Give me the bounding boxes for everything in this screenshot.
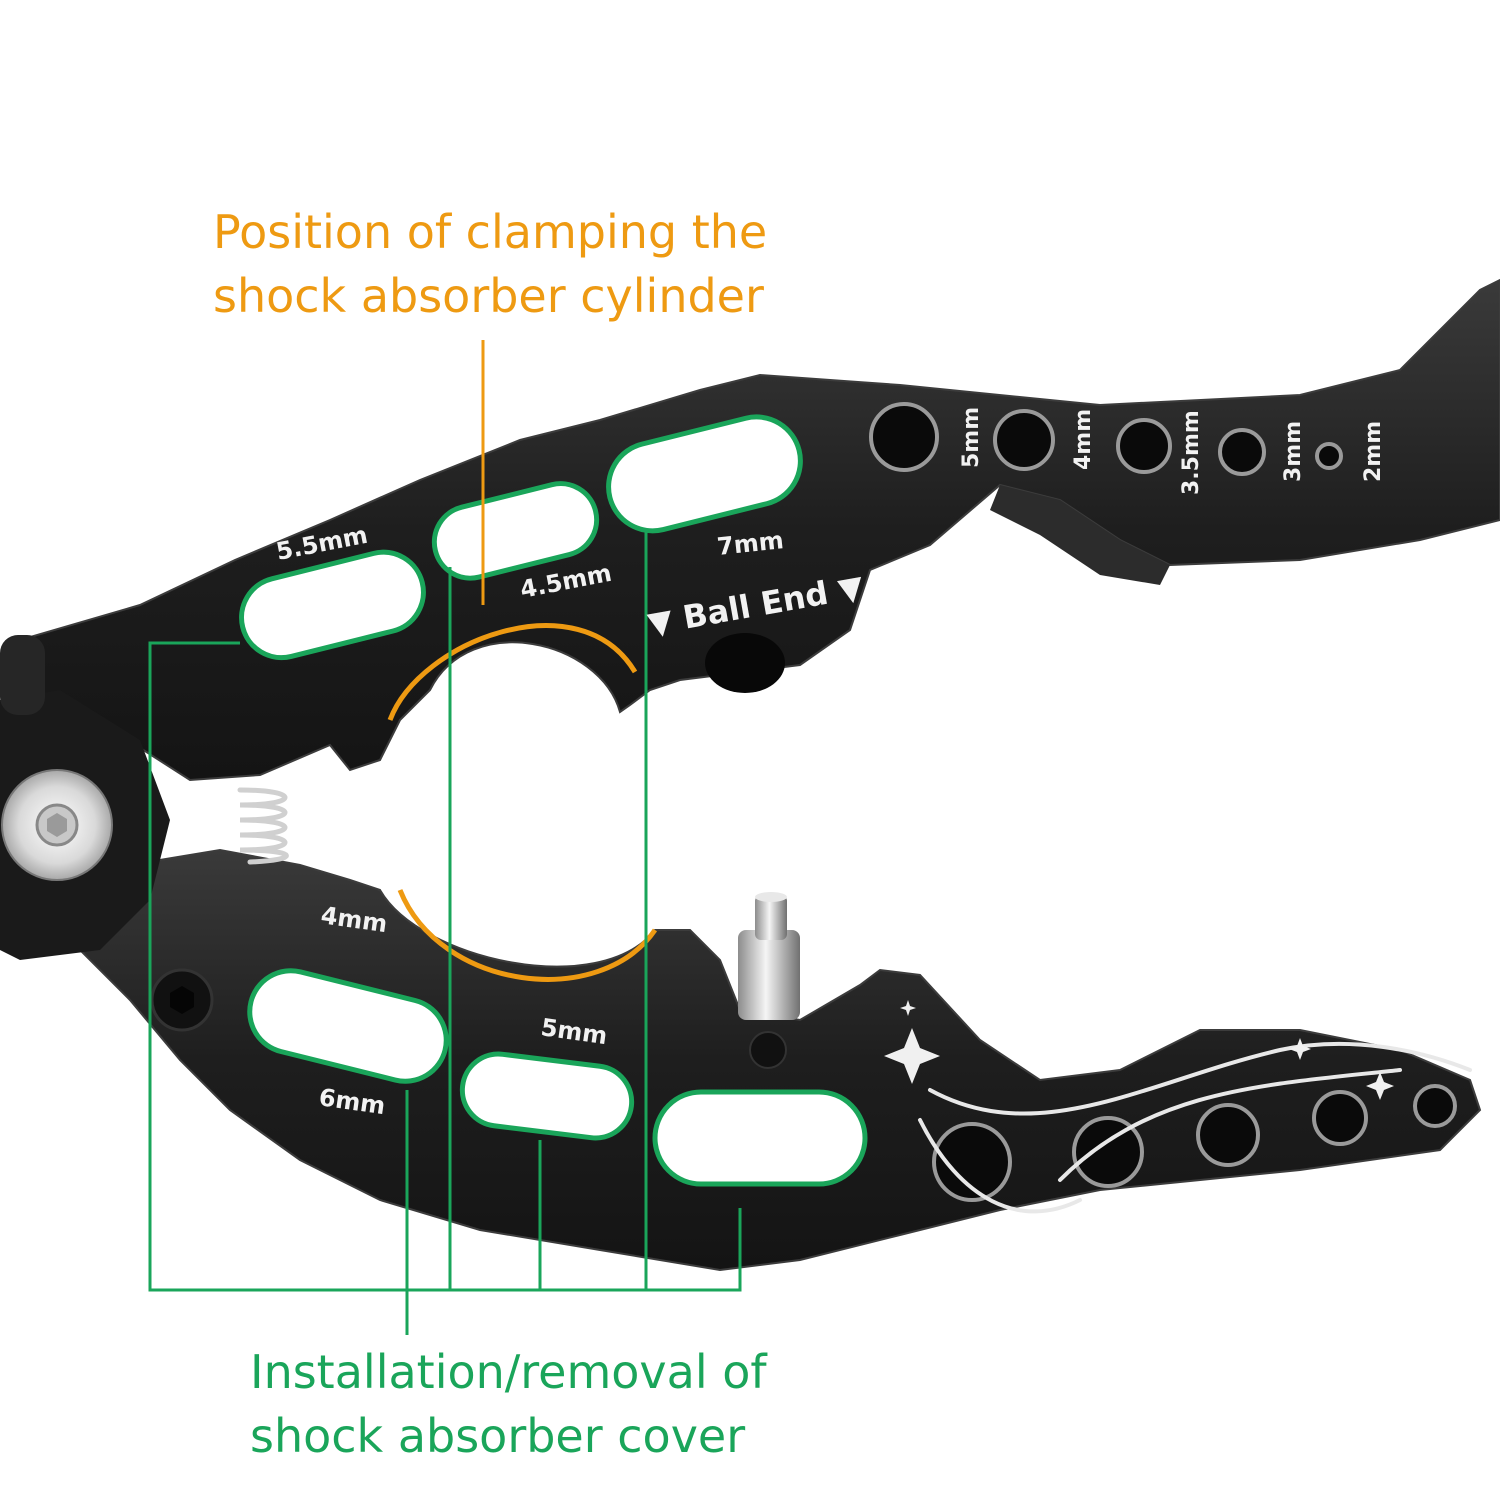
hole-label-3mm: 3mm (1281, 421, 1306, 482)
nose-tip (0, 635, 45, 715)
upper-hole-row (869, 402, 1343, 476)
lower-slots (247, 968, 868, 1187)
hole-4mm (993, 409, 1055, 471)
cover-callout-line1: Installation/removal of (250, 1345, 767, 1399)
hole-label-2mm: 2mm (1361, 421, 1386, 482)
upper-jaw-body (19, 278, 1500, 782)
clamping-position-marker (387, 623, 658, 982)
cover-callout: Installation/removal of shock absorber c… (250, 1340, 767, 1468)
hole-5mm (869, 402, 939, 472)
steel-pin-icon (738, 892, 800, 1020)
side-bore (705, 633, 785, 693)
hole-3-5mm (1116, 418, 1172, 474)
cover-leader-lines (148, 530, 742, 1335)
slot-6mm (247, 968, 449, 1084)
clamping-callout-line2: shock absorber cylinder (213, 269, 764, 323)
hole-label-3-5mm: 3.5mm (1179, 410, 1204, 495)
cover-callout-line2: shock absorber cover (250, 1409, 746, 1463)
upper-jaw-bevel (990, 485, 1170, 585)
hole-2mm (1315, 442, 1343, 470)
clamping-callout-line1: Position of clamping the (213, 205, 768, 259)
hole-label-4mm: 4mm (1071, 409, 1096, 470)
star-icon (884, 1000, 1394, 1100)
slot-5-5mm (239, 549, 426, 661)
hole-label-5mm: 5mm (959, 407, 984, 468)
label-7mm: 7mm (716, 526, 785, 561)
lower-hole-row (932, 1084, 1457, 1202)
spring-icon (237, 787, 289, 865)
hex-screw-icon (749, 1031, 787, 1069)
decorative-engraving (918, 1041, 1472, 1214)
clamping-callout: Position of clamping the shock absorber … (213, 200, 767, 328)
upper-slots (239, 414, 803, 661)
hole-3mm (1218, 428, 1266, 476)
slot-large (652, 1089, 868, 1187)
slot-5mm (459, 1051, 635, 1141)
slot-4-5mm (431, 481, 600, 581)
slot-7mm (606, 414, 803, 534)
